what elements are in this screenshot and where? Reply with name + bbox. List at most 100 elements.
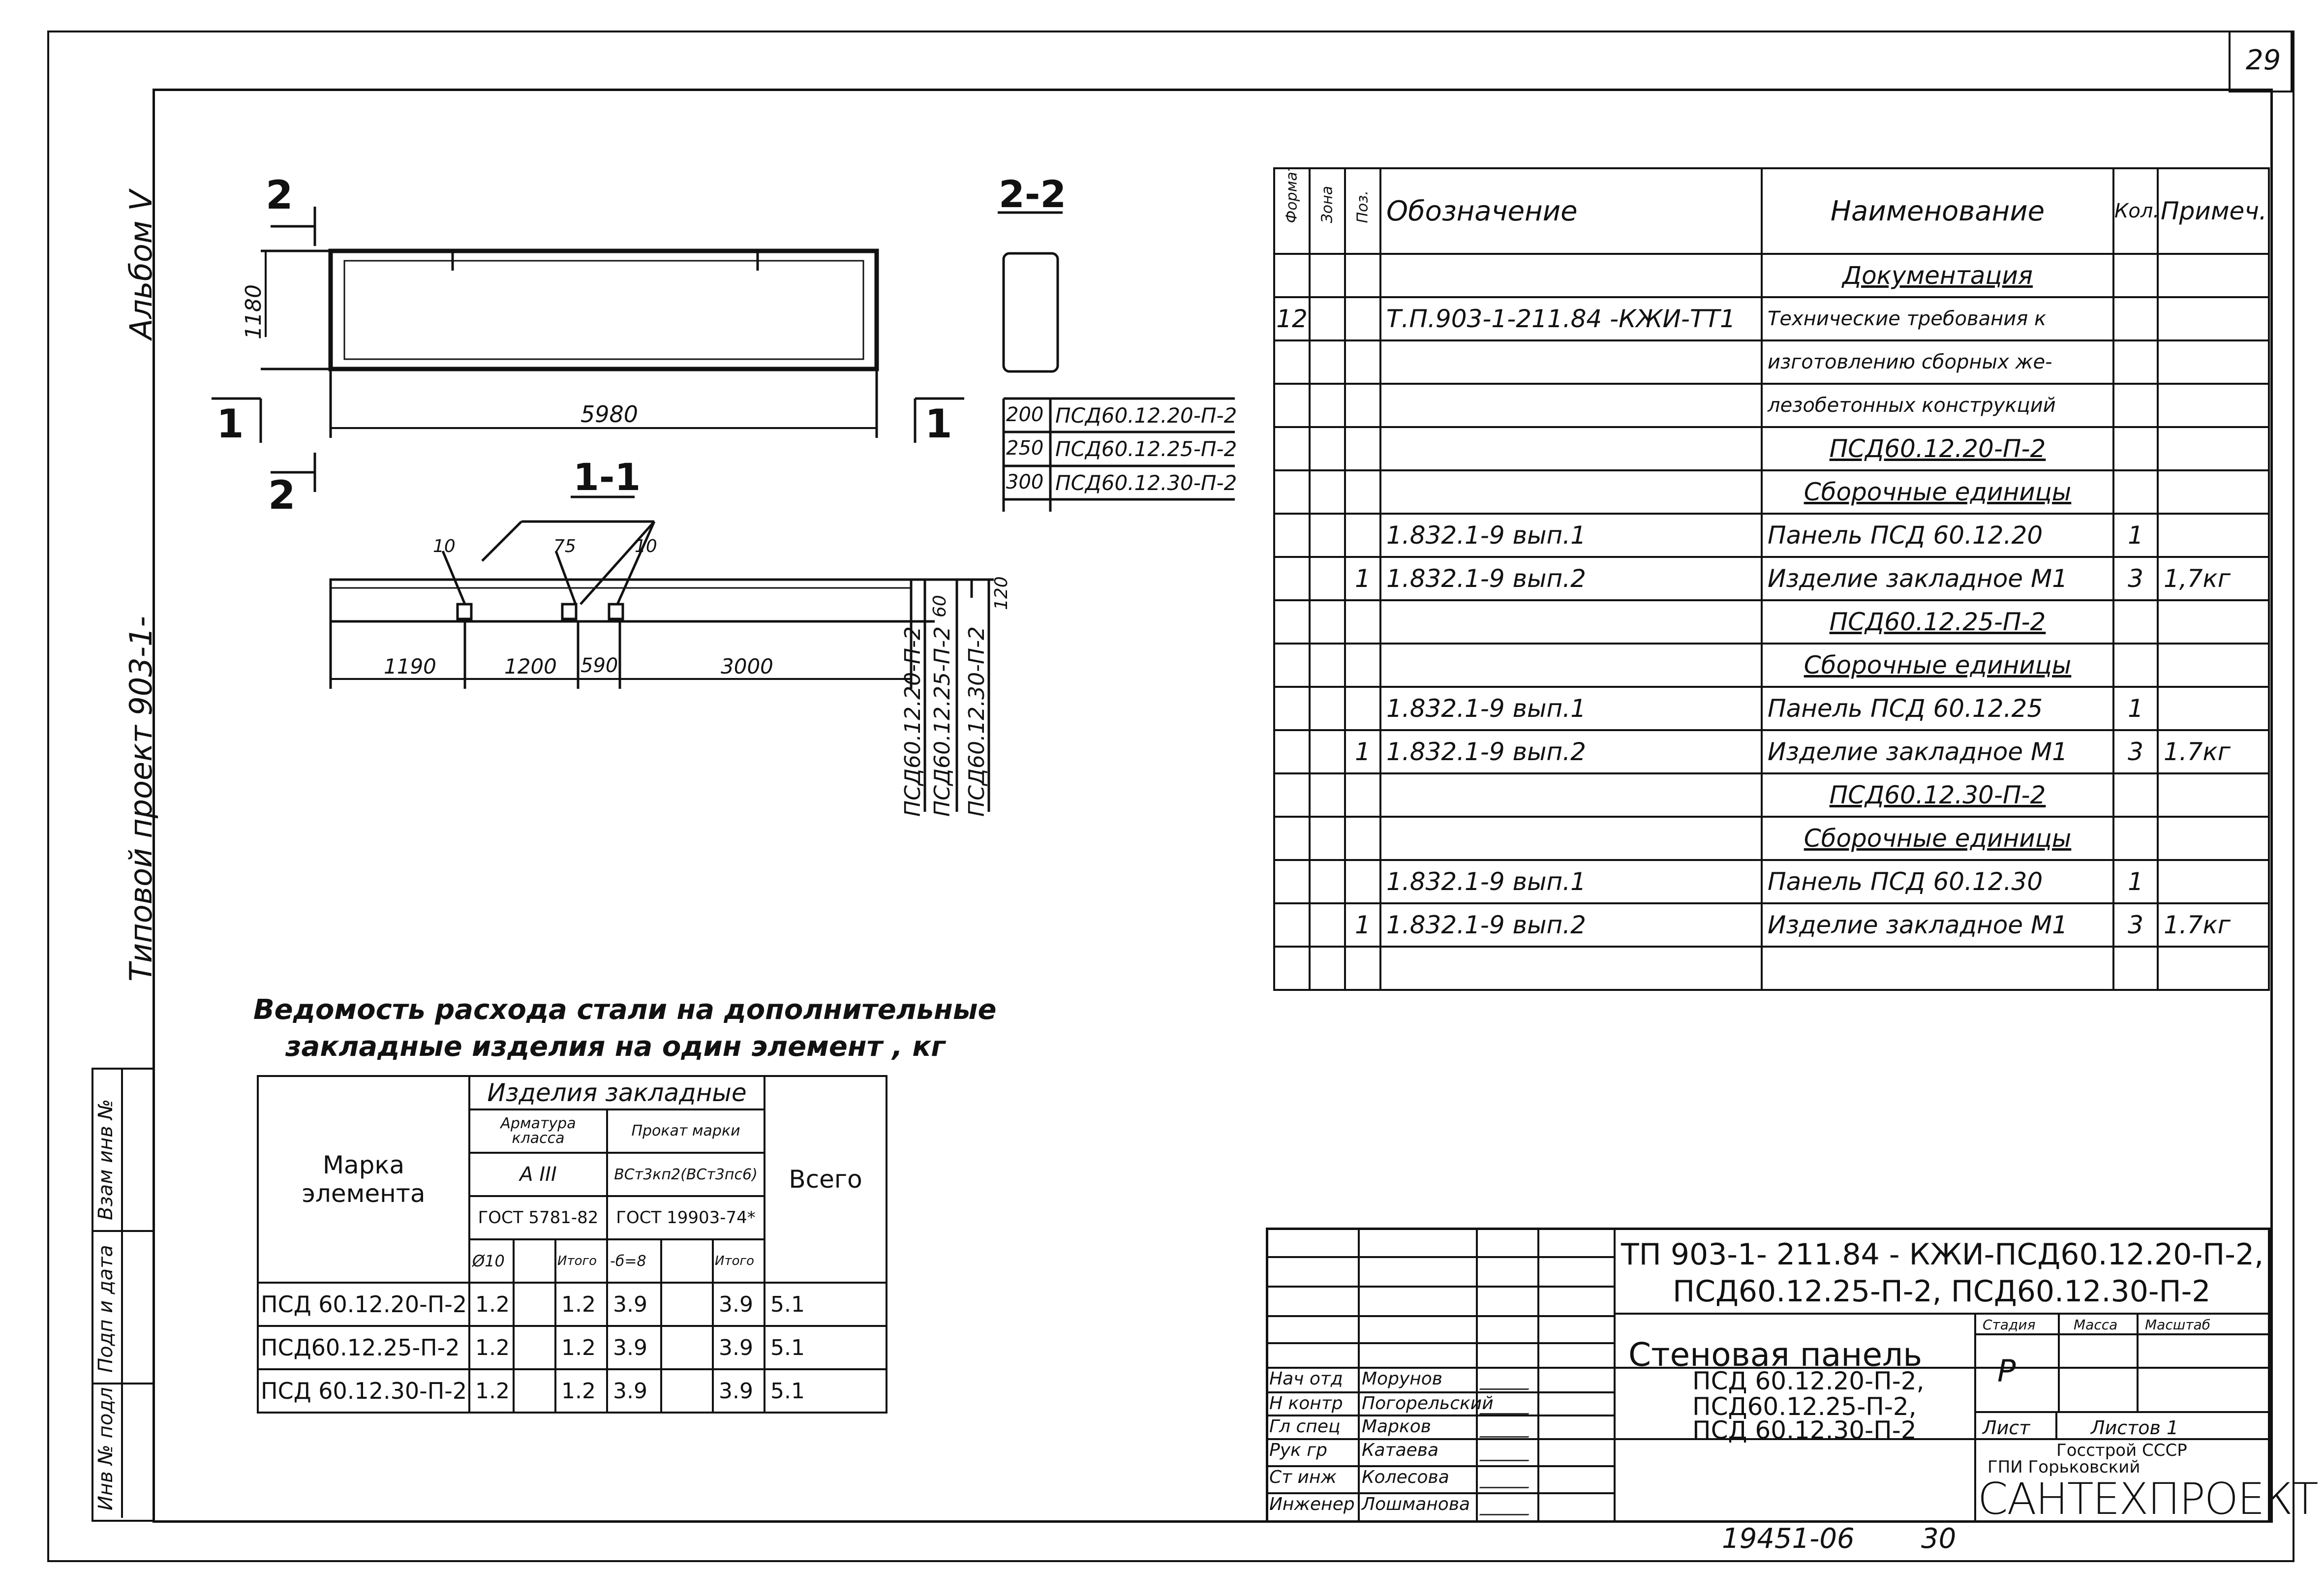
spec-cell-name: ПСД60.12.30-П-2 xyxy=(1761,772,2114,818)
steel-col-prokat: Прокат марки xyxy=(606,1108,766,1154)
org-line2: ГПИ Горьковский xyxy=(1988,1457,2141,1477)
header-name: Наименование xyxy=(1761,167,2114,255)
spec-row: Документация xyxy=(1273,253,2270,298)
outer-frame xyxy=(47,31,2294,1562)
spec-cell-designation xyxy=(1379,426,1763,471)
bottom-archive-number: 19451-06 xyxy=(1722,1523,1855,1555)
spec-cell-qty xyxy=(2112,772,2159,818)
sheet-label: Лист xyxy=(1983,1417,2030,1439)
spec-cell-zone xyxy=(1309,643,1346,688)
steel-cell-a: 1.2 xyxy=(468,1368,515,1414)
spec-cell-qty xyxy=(2112,296,2159,341)
spec-cell-note: 1.7кг xyxy=(2157,729,2270,774)
spec-cell-note xyxy=(2157,469,2270,515)
spec-cell-designation: 1.832.1-9 вып.2 xyxy=(1379,556,1763,601)
signature-mark xyxy=(1479,1498,1537,1515)
spec-cell-designation xyxy=(1379,383,1763,428)
dim-length: 5980 xyxy=(581,401,639,428)
steel-col-total1: Итого xyxy=(554,1238,608,1284)
spec-row: ПСД60.12.25-П-2 xyxy=(1273,599,2270,645)
spec-cell-note xyxy=(2157,513,2270,558)
steel-cell-mark: ПСД 60.12.20-П-2 xyxy=(257,1282,470,1327)
spec-cell-zone xyxy=(1309,296,1346,341)
spec-cell-pos xyxy=(1344,469,1381,515)
spec-cell-name: ПСД60.12.25-П-2 xyxy=(1761,599,2114,645)
spec-cell-format: 12 xyxy=(1273,296,1311,341)
spec-cell-note xyxy=(2157,253,2270,298)
spec-cell-pos xyxy=(1344,816,1381,861)
spec-cell-qty xyxy=(2112,426,2159,471)
steel-cell-d: 3.9 xyxy=(606,1368,662,1414)
spec-cell-zone xyxy=(1309,513,1346,558)
title-name-line2: ПСД 60.12.20-П-2, xyxy=(1692,1367,1925,1395)
spec-cell-name: Изделие закладное М1 xyxy=(1761,729,2114,774)
steel-col-prokat-mark: ВСт3кп2(ВСт3пс6) xyxy=(606,1152,766,1197)
spec-cell-name: ПСД60.12.20-П-2 xyxy=(1761,426,2114,471)
title-code-line1: ТП 903-1- 211.84 - КЖИ-ПСД60.12.20-П-2, xyxy=(1621,1237,2264,1272)
title-role: Гл спец xyxy=(1269,1416,1341,1437)
spec-cell-designation xyxy=(1379,816,1763,861)
spec-cell-zone xyxy=(1309,772,1346,818)
spec-cell-name: Изделие закладное М1 xyxy=(1761,902,2114,948)
spec-row xyxy=(1273,946,2270,991)
spec-cell-zone xyxy=(1309,729,1346,774)
steel-col-d8: -б=8 xyxy=(606,1238,662,1284)
signature-mark xyxy=(1479,1471,1537,1488)
signature-mark xyxy=(1479,1420,1537,1438)
steel-col-all: Всего xyxy=(764,1075,888,1284)
sheet-number: 29 xyxy=(2246,44,2281,76)
dim-bottom-1190: 1190 xyxy=(384,654,436,678)
spec-cell-designation xyxy=(1379,599,1763,645)
title-person-name: Катаева xyxy=(1362,1440,1439,1460)
spec-cell-note xyxy=(2157,772,2270,818)
dim-bottom-1200: 1200 xyxy=(504,654,557,678)
spec-cell-format xyxy=(1273,902,1311,948)
spec-cell-format xyxy=(1273,426,1311,471)
title-role: Н контр xyxy=(1269,1393,1343,1414)
spec-row: изготовлению сборных же- xyxy=(1273,339,2270,385)
spec-cell-designation xyxy=(1379,339,1763,385)
spec-cell-designation xyxy=(1379,469,1763,515)
section-thickness-300: 300 xyxy=(1006,471,1044,493)
spec-cell-qty xyxy=(2112,469,2159,515)
spec-row: ПСД60.12.20-П-2 xyxy=(1273,426,2270,471)
spec-cell-zone xyxy=(1309,686,1346,731)
inner-frame xyxy=(153,89,2273,1523)
section-title-1-1: 1-1 xyxy=(573,455,641,499)
dim-bottom-590: 590 xyxy=(581,654,618,677)
spec-cell-note xyxy=(2157,599,2270,645)
title-role: Инженер xyxy=(1269,1494,1355,1514)
spec-cell-name: изготовлению сборных же- xyxy=(1761,339,2114,385)
spec-cell-format xyxy=(1273,772,1311,818)
spec-cell-qty: 3 xyxy=(2112,556,2159,601)
spec-cell-format xyxy=(1273,643,1311,688)
title-code-line2: ПСД60.12.25-П-2, ПСД60.12.30-П-2 xyxy=(1673,1274,2211,1309)
steel-cell-a: 1.2 xyxy=(468,1325,515,1370)
title-role: Рук гр xyxy=(1269,1440,1327,1460)
title-role: Ст инж xyxy=(1269,1467,1337,1487)
steel-cell-b xyxy=(513,1368,556,1414)
spec-cell-qty xyxy=(2112,253,2159,298)
spec-cell-format xyxy=(1273,729,1311,774)
spec-cell-note xyxy=(2157,296,2270,341)
title-block xyxy=(1266,1228,2270,1523)
steel-cell-mark: ПСД 60.12.30-П-2 xyxy=(257,1368,470,1414)
title-name-line4: ПСД 60.12.30-П-2 xyxy=(1692,1416,1917,1445)
spec-cell-designation: 1.832.1-9 вып.2 xyxy=(1379,902,1763,948)
dim-top-75: 75 xyxy=(553,536,576,556)
signature-mark xyxy=(1479,1444,1537,1461)
spec-cell-note xyxy=(2157,426,2270,471)
spec-row: лезобетонных конструкций xyxy=(1273,383,2270,428)
view-label-2-bottom: 2 xyxy=(268,472,296,518)
spec-cell-name: Панель ПСД 60.12.25 xyxy=(1761,686,2114,731)
spec-cell-zone xyxy=(1309,253,1346,298)
spec-cell-zone xyxy=(1309,599,1346,645)
signature-mark xyxy=(1479,1373,1537,1390)
signature-mark xyxy=(1479,1397,1537,1415)
header-designation: Обозначение xyxy=(1379,167,1763,255)
spec-cell-designation: 1.832.1-9 вып.1 xyxy=(1379,686,1763,731)
view-label-2-top: 2 xyxy=(266,172,293,218)
